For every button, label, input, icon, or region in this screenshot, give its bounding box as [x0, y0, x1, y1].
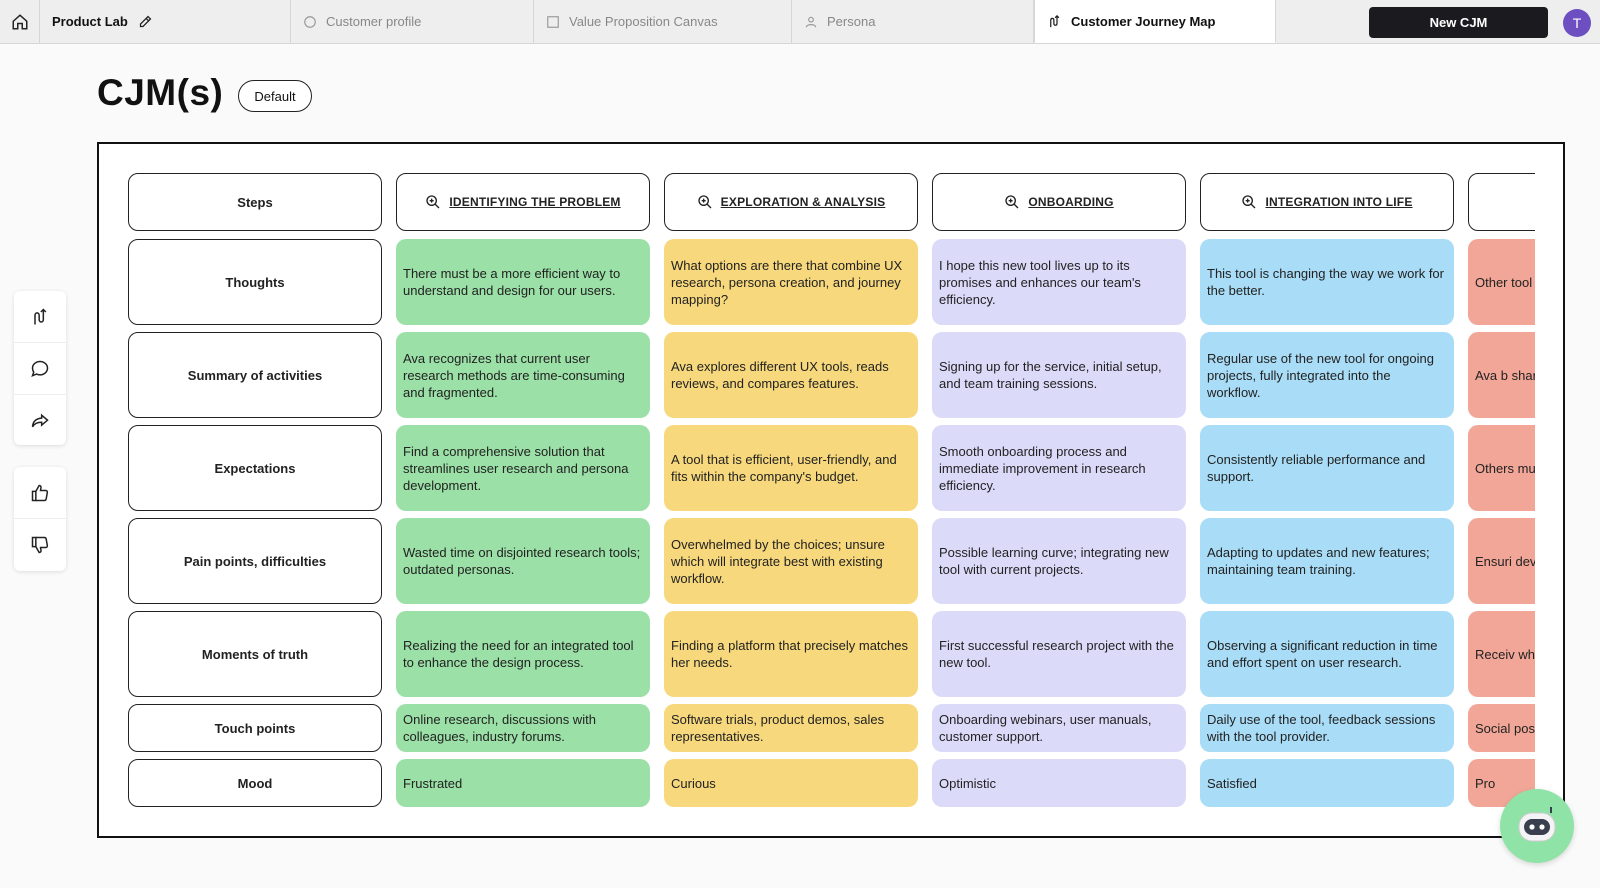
edit-icon[interactable]: [138, 14, 153, 29]
stage-header[interactable]: [1468, 173, 1535, 231]
stage-title[interactable]: ONBOARDING: [1028, 194, 1114, 209]
project-tab[interactable]: Product Lab: [40, 0, 291, 43]
journey-icon: [34, 307, 47, 324]
tab-label: Value Proposition Canvas: [569, 14, 718, 29]
row-label: Touch points: [128, 704, 382, 752]
journey-card[interactable]: Curious: [664, 759, 918, 807]
journey-card[interactable]: There must be a more efficient way to un…: [396, 239, 650, 325]
row-label: Mood: [128, 759, 382, 807]
zoom-icon: [426, 195, 440, 209]
cjm-board: Steps IDENTIFYING THE PROBLEM EXPLORATION …: [97, 142, 1565, 838]
steps-header: Steps: [128, 173, 382, 231]
top-tab-bar: Product Lab Customer profile Value Propo…: [0, 0, 1600, 44]
journey-card[interactable]: A tool that is efficient, user-friendly,…: [664, 425, 918, 511]
home-button[interactable]: [0, 0, 40, 43]
journey-card[interactable]: Receiv who a recom: [1468, 611, 1535, 697]
journey-icon: [1050, 14, 1060, 27]
square-icon: [547, 15, 559, 28]
journey-card[interactable]: First successful research project with t…: [932, 611, 1186, 697]
feedback-panel: [14, 467, 66, 571]
thumbs-down-icon: [31, 536, 49, 554]
journey-card[interactable]: Ava recognizes that current user researc…: [396, 332, 650, 418]
tab-persona[interactable]: Persona: [792, 0, 1034, 43]
journey-card[interactable]: Possible learning curve; integrating new…: [932, 518, 1186, 604]
thumbs-up-icon: [31, 484, 49, 501]
stage-header[interactable]: IDENTIFYING THE PROBLEM: [396, 173, 650, 231]
tab-label: Customer Journey Map: [1071, 13, 1216, 29]
like-button[interactable]: [14, 467, 66, 519]
zoom-icon: [698, 195, 712, 209]
journey-card[interactable]: Overwhelmed by the choices; unsure which…: [664, 518, 918, 604]
zoom-icon: [1242, 195, 1256, 209]
journey-card[interactable]: Consistently reliable performance and su…: [1200, 425, 1454, 511]
stage-title[interactable]: IDENTIFYING THE PROBLEM: [449, 194, 621, 209]
tools-panel: [14, 291, 66, 445]
journey-card[interactable]: Onboarding webinars, user manuals, custo…: [932, 704, 1186, 752]
journey-card[interactable]: Daily use of the tool, feedback sessions…: [1200, 704, 1454, 752]
comment-button[interactable]: [14, 343, 66, 395]
journey-card[interactable]: Optimistic: [932, 759, 1186, 807]
journey-card[interactable]: Smooth onboarding process and immediate …: [932, 425, 1186, 511]
journey-card[interactable]: Ava b sharin desig: [1468, 332, 1535, 418]
comment-icon: [31, 360, 49, 377]
stage-header[interactable]: INTEGRATION INTO LIFE: [1200, 173, 1454, 231]
journey-card[interactable]: Social posts.: [1468, 704, 1535, 752]
circle-icon: [304, 15, 316, 28]
project-name: Product Lab: [52, 14, 128, 29]
journey-card[interactable]: Observing a significant reduction in tim…: [1200, 611, 1454, 697]
row-label: Moments of truth: [128, 611, 382, 697]
journey-card[interactable]: Regular use of the new tool for ongoing …: [1200, 332, 1454, 418]
page-title: CJM(s): [97, 72, 224, 113]
new-cjm-button[interactable]: New CJM: [1369, 7, 1548, 38]
journey-card[interactable]: Others much: [1468, 425, 1535, 511]
robot-icon: [1518, 807, 1556, 842]
tab-label: Persona: [827, 14, 876, 29]
journey-card[interactable]: Ava explores different UX tools, reads r…: [664, 332, 918, 418]
share-icon: [31, 413, 49, 428]
row-label: Thoughts: [128, 239, 382, 325]
journey-card[interactable]: Signing up for the service, initial setu…: [932, 332, 1186, 418]
stage-title[interactable]: INTEGRATION INTO LIFE: [1265, 194, 1413, 209]
row-label: Summary of activities: [128, 332, 382, 418]
row-label: Expectations: [128, 425, 382, 511]
journey-tool-button[interactable]: [14, 291, 66, 343]
journey-card[interactable]: Finding a platform that precisely matche…: [664, 611, 918, 697]
zoom-icon: [1005, 195, 1019, 209]
share-button[interactable]: [14, 395, 66, 447]
journey-card[interactable]: Online research, discussions with collea…: [396, 704, 650, 752]
journey-card[interactable]: Wasted time on disjointed research tools…: [396, 518, 650, 604]
assistant-bot-button[interactable]: [1500, 789, 1574, 863]
user-icon: [805, 16, 817, 27]
journey-card[interactable]: Frustrated: [396, 759, 650, 807]
journey-card[interactable]: Adapting to updates and new features; ma…: [1200, 518, 1454, 604]
journey-card[interactable]: This tool is changing the way we work fo…: [1200, 239, 1454, 325]
tab-value-proposition-canvas[interactable]: Value Proposition Canvas: [534, 0, 792, 43]
journey-card[interactable]: Find a comprehensive solution that strea…: [396, 425, 650, 511]
row-label: Pain points, difficulties: [128, 518, 382, 604]
home-icon: [12, 13, 27, 29]
stage-header[interactable]: EXPLORATION & ANALYSIS: [664, 173, 918, 231]
journey-card[interactable]: Software trials, product demos, sales re…: [664, 704, 918, 752]
stage-header[interactable]: ONBOARDING: [932, 173, 1186, 231]
journey-card[interactable]: Ensuri develc: [1468, 518, 1535, 604]
journey-card[interactable]: Realizing the need for an integrated too…: [396, 611, 650, 697]
journey-card[interactable]: Other tool h: [1468, 239, 1535, 325]
avatar[interactable]: T: [1563, 9, 1591, 37]
tab-label: Customer profile: [326, 14, 422, 29]
default-pill[interactable]: Default: [238, 80, 312, 112]
journey-card[interactable]: Satisfied: [1200, 759, 1454, 807]
stage-title[interactable]: EXPLORATION & ANALYSIS: [720, 194, 886, 209]
dislike-button[interactable]: [14, 519, 66, 571]
journey-card[interactable]: I hope this new tool lives up to its pro…: [932, 239, 1186, 325]
tab-customer-journey-map[interactable]: Customer Journey Map: [1034, 0, 1276, 43]
tab-customer-profile[interactable]: Customer profile: [291, 0, 534, 43]
journey-card[interactable]: What options are there that combine UX r…: [664, 239, 918, 325]
cjm-grid: Steps IDENTIFYING THE PROBLEM EXPLORATION …: [128, 173, 1535, 813]
